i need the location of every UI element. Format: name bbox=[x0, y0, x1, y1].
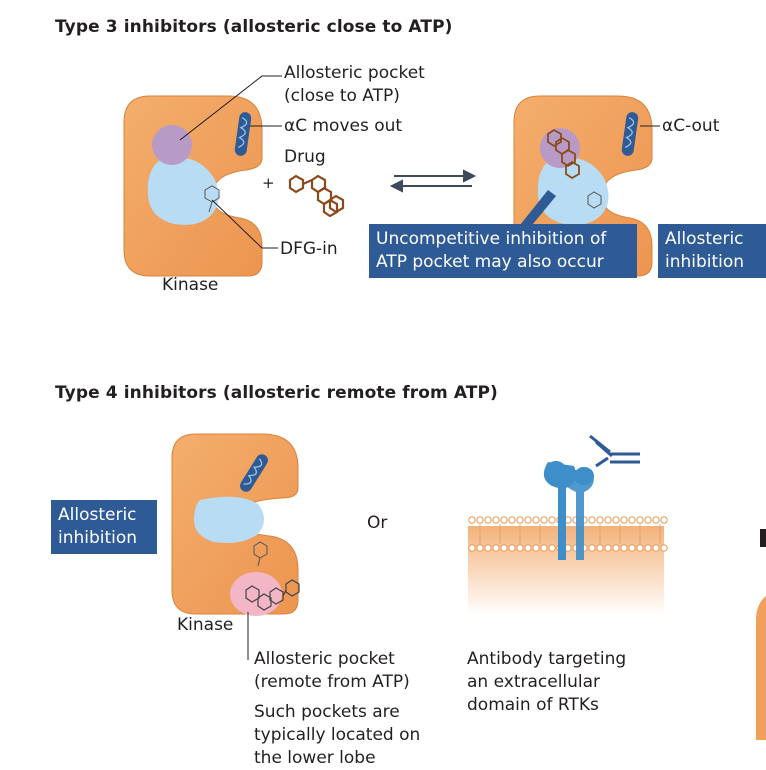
antibody-icon bbox=[589, 434, 640, 468]
plus-sign: + bbox=[262, 174, 275, 192]
atp-pocket-type4 bbox=[194, 496, 264, 543]
callout-uncompetitive-inhibition: Uncompetitive inhibition of ATP pocket m… bbox=[369, 224, 637, 278]
helix-icon-type4 bbox=[240, 454, 268, 492]
equilibrium-arrows bbox=[389, 169, 477, 193]
bound-drug-icon-type4 bbox=[245, 579, 300, 611]
note-line3: the lower lobe bbox=[254, 748, 376, 768]
antibody-line2: an extracellular bbox=[467, 672, 601, 692]
helix-icon-type3-left bbox=[234, 112, 252, 156]
callout-allosteric-inhibition-type3: Allosteric inhibition bbox=[658, 224, 766, 278]
label-allosteric-pocket-remote: Allosteric pocket (remote from ATP) bbox=[254, 648, 410, 694]
callout-allosteric-type3-line2: inhibition bbox=[665, 252, 745, 272]
label-ac-out: αC-out bbox=[662, 116, 720, 136]
callout-allosteric-type4-line2: inhibition bbox=[58, 528, 138, 548]
antibody-line3: domain of RTKs bbox=[467, 695, 599, 715]
partial-edge-marker bbox=[760, 529, 766, 547]
label-pocket-line2: (close to ATP) bbox=[284, 86, 400, 106]
atp-pocket-type3-left bbox=[147, 157, 219, 225]
label-pocket-line1: Allosteric pocket bbox=[284, 63, 425, 83]
partial-kinase-edge bbox=[756, 596, 766, 740]
receptor-tyrosine-kinase-icon bbox=[543, 461, 594, 560]
label-kinase-type4: Kinase bbox=[177, 615, 234, 635]
label-kinase-type3: Kinase bbox=[162, 275, 219, 295]
label-allosteric-pocket-close: Allosteric pocket (close to ATP) bbox=[284, 62, 425, 108]
leader-lines-type3 bbox=[179, 75, 282, 249]
callout-allosteric-inhibition-type4: Allosteric inhibition bbox=[51, 500, 157, 554]
allosteric-pocket-type3-left bbox=[152, 125, 192, 165]
note-line1: Such pockets are bbox=[254, 702, 400, 722]
callout-allosteric-type4-line1: Allosteric bbox=[58, 505, 137, 525]
callout-uncompetitive-line1: Uncompetitive inhibition of bbox=[376, 229, 607, 249]
dfg-motif-icon-type4 bbox=[253, 541, 268, 567]
section-title-type3: Type 3 inhibitors (allosteric close to A… bbox=[55, 17, 453, 37]
atp-pocket-type3-right bbox=[537, 157, 609, 225]
label-remote-line1: Allosteric pocket bbox=[254, 649, 395, 669]
allosteric-pocket-type3-right bbox=[540, 128, 580, 168]
note-line2: typically located on bbox=[254, 725, 421, 745]
helix-icon-type3-right bbox=[621, 112, 639, 156]
antibody-line1: Antibody targeting bbox=[467, 649, 627, 669]
bound-drug-icon-type3-right bbox=[547, 128, 580, 180]
dfg-motif-icon-type3-right bbox=[587, 191, 602, 209]
callout-allosteric-type3-line1: Allosteric bbox=[665, 229, 744, 249]
label-antibody: Antibody targeting an extracellular doma… bbox=[467, 648, 626, 717]
label-remote-line2: (remote from ATP) bbox=[254, 672, 410, 692]
remote-pocket-type4 bbox=[230, 572, 282, 616]
section-title-type4: Type 4 inhibitors (allosteric remote fro… bbox=[55, 383, 498, 403]
label-ac-moves-out: αC moves out bbox=[284, 116, 403, 136]
drug-molecule-icon-type3 bbox=[288, 174, 345, 218]
label-dfg-in: DFG-in bbox=[280, 239, 338, 259]
callout-pointer bbox=[516, 190, 556, 230]
cell-membrane bbox=[468, 516, 668, 616]
note-lower-lobe: Such pockets are typically located on th… bbox=[254, 701, 420, 770]
label-or: Or bbox=[367, 513, 388, 533]
label-drug: Drug bbox=[284, 147, 326, 167]
callout-uncompetitive-line2: ATP pocket may also occur bbox=[376, 252, 604, 272]
dfg-motif-icon-type3-left bbox=[204, 185, 220, 213]
